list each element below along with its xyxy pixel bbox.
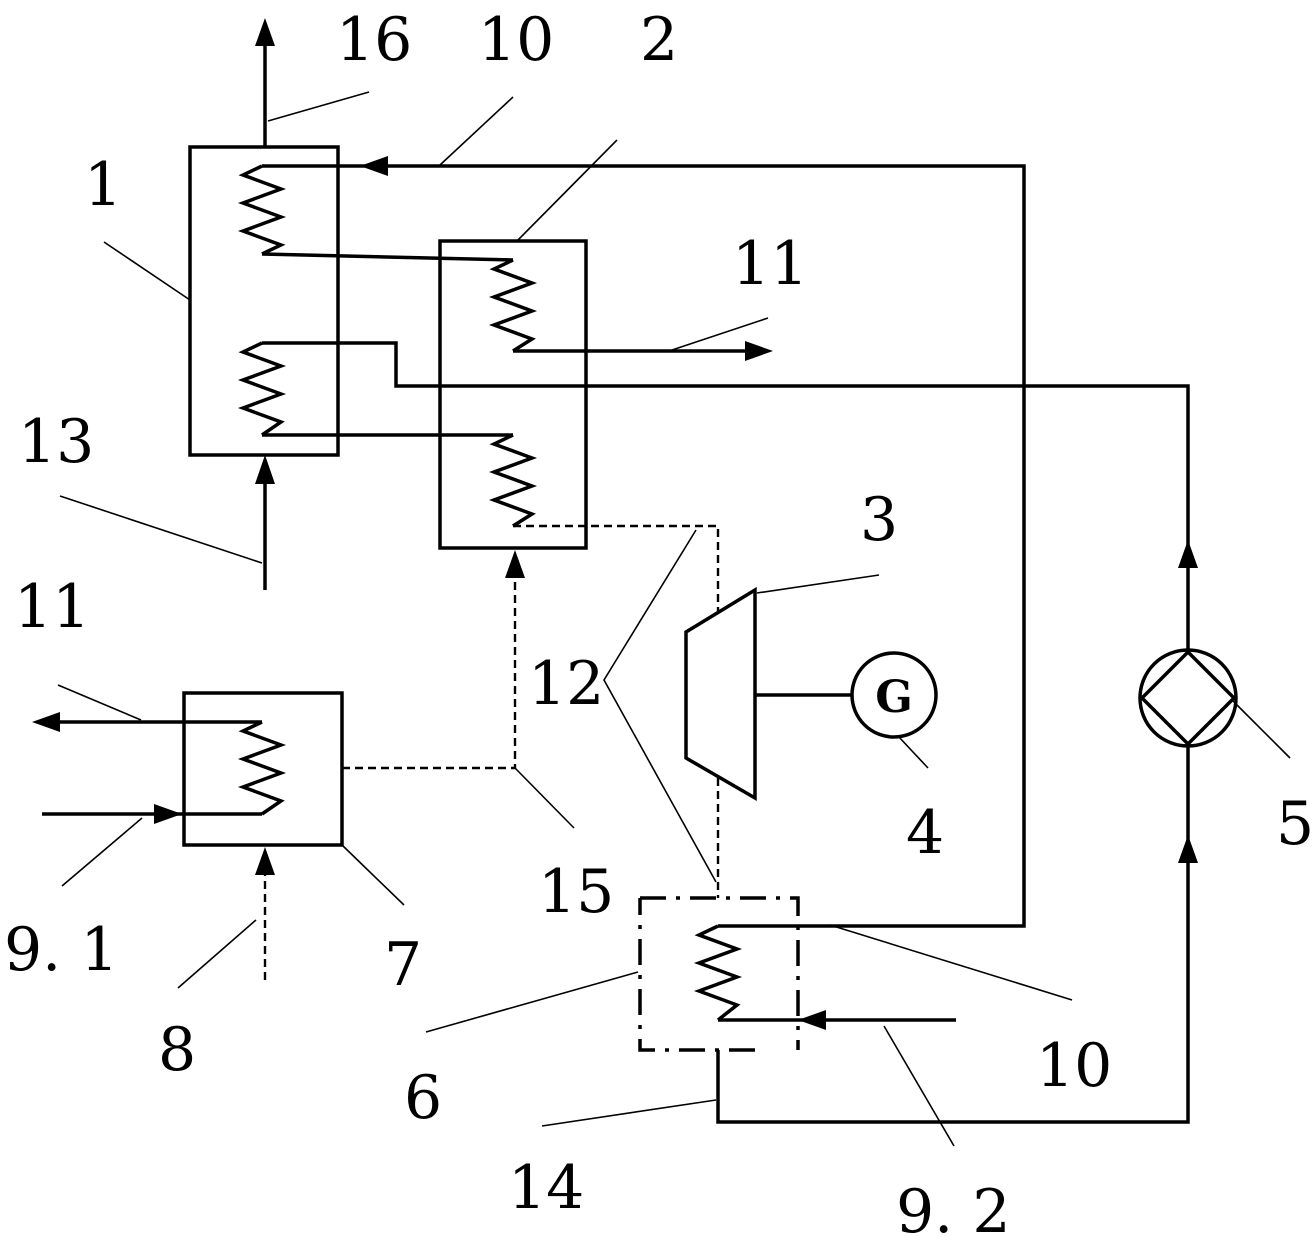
label-16: 16 xyxy=(336,5,412,75)
leader-1 xyxy=(103,241,191,301)
heat-exchanger-1 xyxy=(188,145,340,457)
leader-11-left xyxy=(57,684,142,721)
leader-10-bottom xyxy=(829,924,1073,1001)
coil-7 xyxy=(237,720,287,816)
arrow-9-2 xyxy=(798,1010,826,1030)
coil-2-lower xyxy=(488,433,538,528)
arrow-9-1 xyxy=(154,804,182,824)
dashed-hx2-to-turbine xyxy=(513,524,720,612)
arrow-15 xyxy=(505,550,525,578)
coil-1-upper xyxy=(237,164,287,256)
label-14: 14 xyxy=(508,1153,584,1223)
leader-7 xyxy=(341,844,405,906)
label-7: 7 xyxy=(384,930,422,1000)
arrow-pump-up xyxy=(1178,540,1198,568)
label-11-top: 11 xyxy=(732,229,808,299)
leader-2 xyxy=(517,139,618,241)
dashed-15 xyxy=(342,575,517,770)
leader-9-2 xyxy=(883,1025,955,1147)
leader-5 xyxy=(1231,699,1291,759)
leader-9-1 xyxy=(61,817,143,887)
leader-8 xyxy=(177,919,257,989)
arrow-16 xyxy=(255,18,275,46)
leader-13 xyxy=(59,495,263,564)
label-2: 2 xyxy=(640,5,678,75)
label-8: 8 xyxy=(158,1015,196,1085)
arrow-10 xyxy=(360,156,388,176)
heat-exchanger-6 xyxy=(638,896,800,1052)
pump-5-diamond xyxy=(1139,649,1237,747)
leader-11-top xyxy=(671,317,769,351)
label-1: 1 xyxy=(84,150,122,220)
generator-4 xyxy=(850,651,938,739)
generator-symbol: G xyxy=(875,672,913,723)
label-15: 15 xyxy=(538,857,614,927)
label-9-1: 9. 1 xyxy=(4,915,119,985)
leader-6 xyxy=(425,971,639,1033)
leader-14 xyxy=(541,1099,717,1127)
label-12: 12 xyxy=(528,649,604,719)
leader-15 xyxy=(514,767,575,829)
leader-3 xyxy=(756,574,880,594)
label-3: 3 xyxy=(860,485,898,555)
leader-4 xyxy=(897,735,929,769)
label-10-top: 10 xyxy=(478,5,554,75)
turbine-3 xyxy=(684,586,757,802)
arrow-13 xyxy=(255,455,275,484)
pipe-14 xyxy=(716,860,1190,1124)
arrow-8 xyxy=(255,847,275,875)
coil-2-upper xyxy=(488,258,538,353)
leader-16 xyxy=(267,91,370,122)
label-9-2: 9. 2 xyxy=(896,1177,1011,1244)
heat-exchanger-7 xyxy=(182,691,344,847)
pump-5 xyxy=(1138,648,1238,748)
label-11-left: 11 xyxy=(14,572,90,642)
pipe-hx1-hx2-upper xyxy=(261,252,514,262)
heat-exchanger-2 xyxy=(438,239,588,550)
leader-10-top xyxy=(439,96,514,166)
leader-12 xyxy=(603,529,717,883)
pipe-10 xyxy=(262,164,1026,928)
coil-1-lower xyxy=(237,341,287,437)
label-6: 6 xyxy=(404,1063,442,1133)
label-13: 13 xyxy=(18,407,94,477)
coil-6 xyxy=(693,924,743,1022)
label-5: 5 xyxy=(1276,789,1314,859)
pipe-pump-to-hx1 xyxy=(262,341,1190,566)
label-10-bottom: 10 xyxy=(1036,1031,1112,1101)
arrow-11-out xyxy=(745,341,773,361)
label-4: 4 xyxy=(906,798,944,868)
arrow-11-left xyxy=(32,712,60,732)
